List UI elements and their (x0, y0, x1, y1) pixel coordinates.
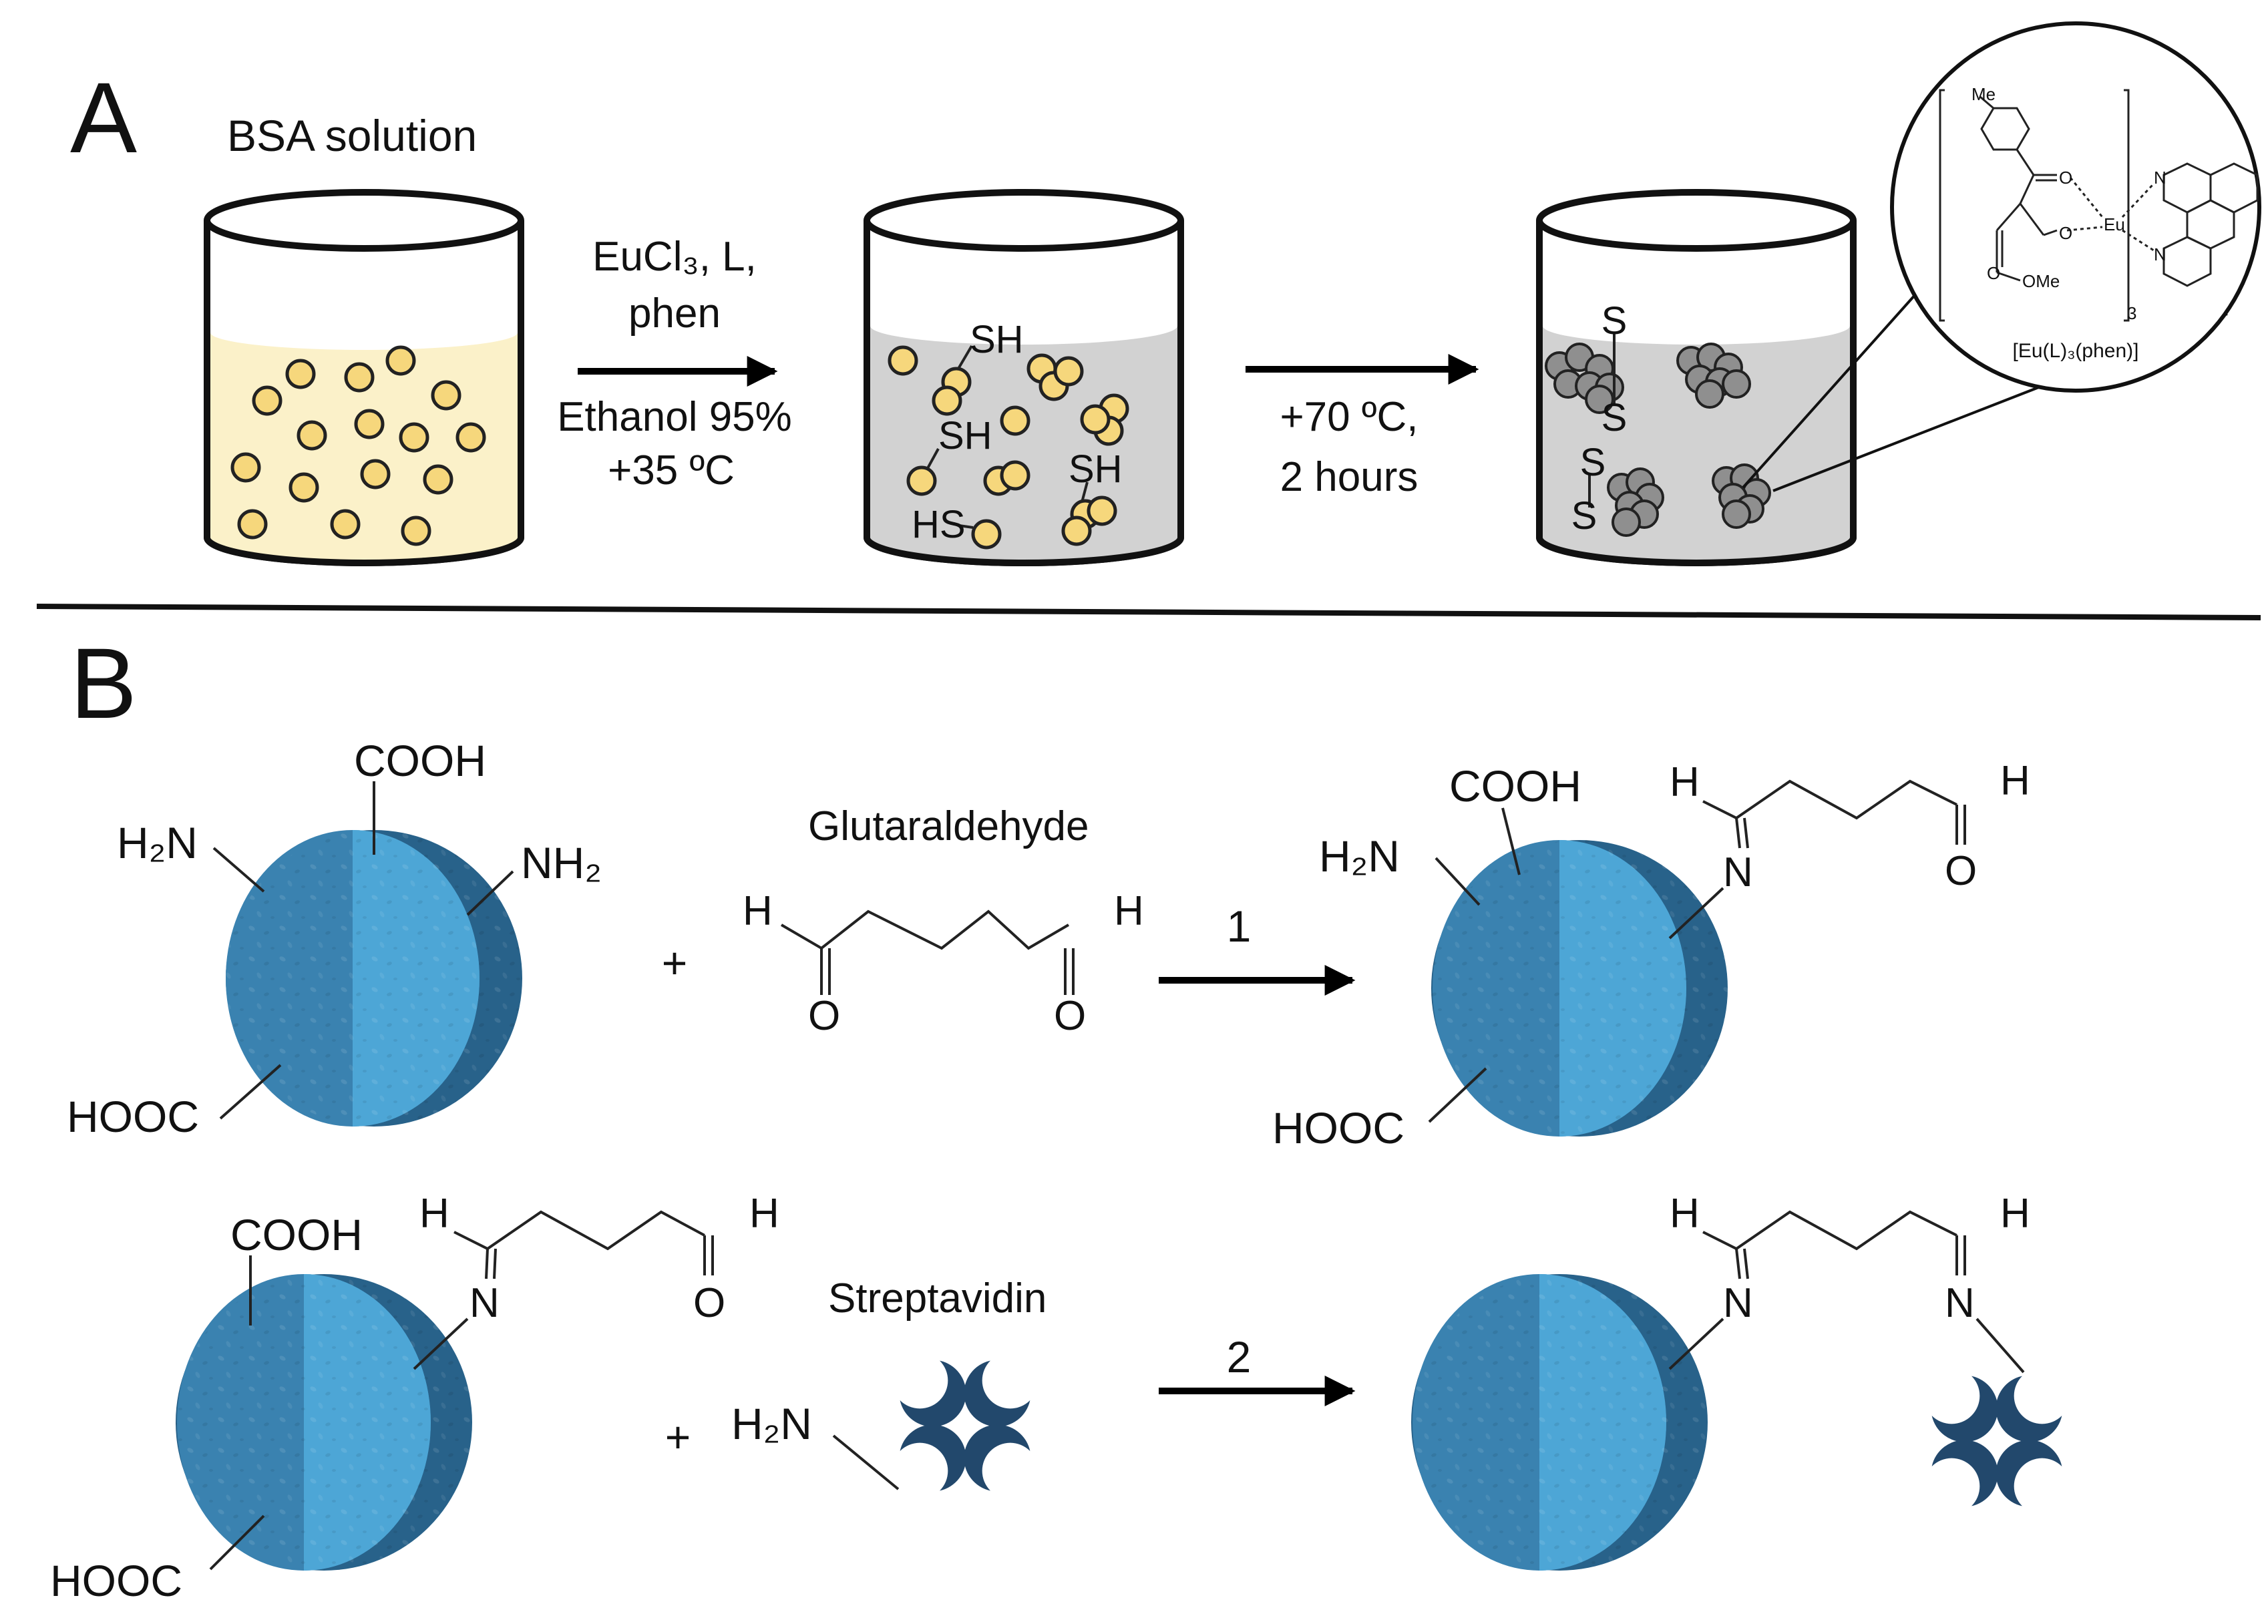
s-label-3: S (1580, 441, 1606, 484)
s-label-4: S (1571, 494, 1597, 538)
plus-2: + (665, 1412, 691, 1462)
complex-sub3: 3 (2127, 303, 2136, 323)
complex-n-1: N (2154, 168, 2166, 188)
sphere1-h2n: H₂N (117, 818, 198, 867)
glut-o-right: O (1054, 993, 1086, 1039)
sh-label-3: SH (1069, 447, 1123, 491)
europium-complex-inset: Me O O O OMe Eu N N 3 [Eu(L)₃(phen)] (1890, 21, 2261, 393)
sphere3-n: N (469, 1280, 500, 1326)
streptavidin-conjugated (1927, 1372, 2066, 1510)
sphere1-hooc: HOOC (67, 1092, 199, 1141)
s-label-1: S (1601, 299, 1628, 343)
glut-h-right: H (1114, 888, 1144, 934)
sphere3-cooh: COOH (230, 1210, 363, 1259)
sphere-bsa-conjugate (1411, 1274, 1708, 1571)
sphere2-cooh: COOH (1449, 761, 1581, 811)
step2-line-1: +70 ºC, (1280, 394, 1418, 440)
sphere4-h-right: H (2000, 1191, 2030, 1237)
sphere-bsa-activated-2 (176, 1274, 472, 1571)
complex-ome: OMe (2022, 271, 2060, 291)
unfolded-particles: SH SH SH HS (888, 318, 1129, 550)
sphere3-h-right: H (749, 1191, 779, 1237)
streptavidin-tetramer (896, 1356, 1034, 1495)
step1-line-1: EuCl₃, L, (592, 234, 757, 280)
sphere2-h-left: H (1670, 759, 1700, 805)
complex-o-3: O (1987, 263, 2000, 283)
complex-o-1: O (2059, 168, 2072, 188)
step1-line-4: +35 ºC (608, 447, 735, 493)
aggregated-particles (1545, 343, 1771, 537)
sphere-bsa-activated (1431, 840, 1728, 1137)
glutaraldehyde-label: Glutaraldehyde (808, 803, 1089, 849)
step-b2-label: 2 (1227, 1332, 1252, 1382)
step-b1-label: 1 (1227, 901, 1252, 951)
sphere2-n: N (1723, 849, 1753, 895)
streptavidin-h2n: H₂N (731, 1399, 812, 1448)
glut-h-left: H (743, 888, 773, 934)
sphere2-o: O (1945, 848, 1977, 894)
panel-b-letter: B (70, 627, 137, 739)
bsa-particles (230, 345, 486, 546)
sh-label-1: SH (970, 318, 1024, 361)
sphere4-n-left: N (1723, 1280, 1753, 1326)
hs-label: HS (912, 503, 966, 546)
panel-divider (36, 604, 2261, 620)
step2-line-2: 2 hours (1280, 454, 1419, 500)
complex-formula: [Eu(L)₃(phen)] (2013, 340, 2139, 362)
sphere1-nh2: NH₂ (521, 838, 602, 887)
beaker-bsa-solution (204, 189, 524, 566)
complex-n-2: N (2154, 244, 2166, 264)
sphere-bsa-1 (226, 830, 522, 1127)
sphere4-n-right: N (1945, 1280, 1975, 1326)
disulfide-bridges: S S S S (1571, 299, 1628, 538)
zoom-line-1 (1742, 280, 1928, 489)
sphere2-h-right: H (2000, 758, 2030, 804)
beaker-1-title: BSA solution (227, 111, 477, 160)
step1-line-2: phen (628, 290, 721, 337)
sh-label-2: SH (938, 414, 992, 457)
sphere2-hooc: HOOC (1272, 1103, 1404, 1153)
complex-eu: Eu (2104, 214, 2125, 234)
complex-me: Me (1971, 84, 1996, 104)
sphere3-o: O (693, 1280, 725, 1326)
panel-a-letter: A (70, 61, 137, 174)
complex-o-2: O (2059, 223, 2072, 243)
sphere2-h2n: H₂N (1319, 831, 1400, 881)
sphere3-hooc: HOOC (50, 1556, 182, 1605)
glut-o-left: O (808, 993, 840, 1039)
sphere4-h-left: H (1670, 1191, 1700, 1237)
sphere3-h-left: H (419, 1191, 449, 1237)
plus-1: + (662, 938, 688, 988)
sphere1-cooh: COOH (354, 736, 486, 785)
step1-line-3: Ethanol 95% (557, 394, 792, 440)
glutaraldehyde-structure (780, 909, 1075, 995)
s-label-2: S (1601, 396, 1628, 439)
streptavidin-label: Streptavidin (828, 1275, 1047, 1322)
